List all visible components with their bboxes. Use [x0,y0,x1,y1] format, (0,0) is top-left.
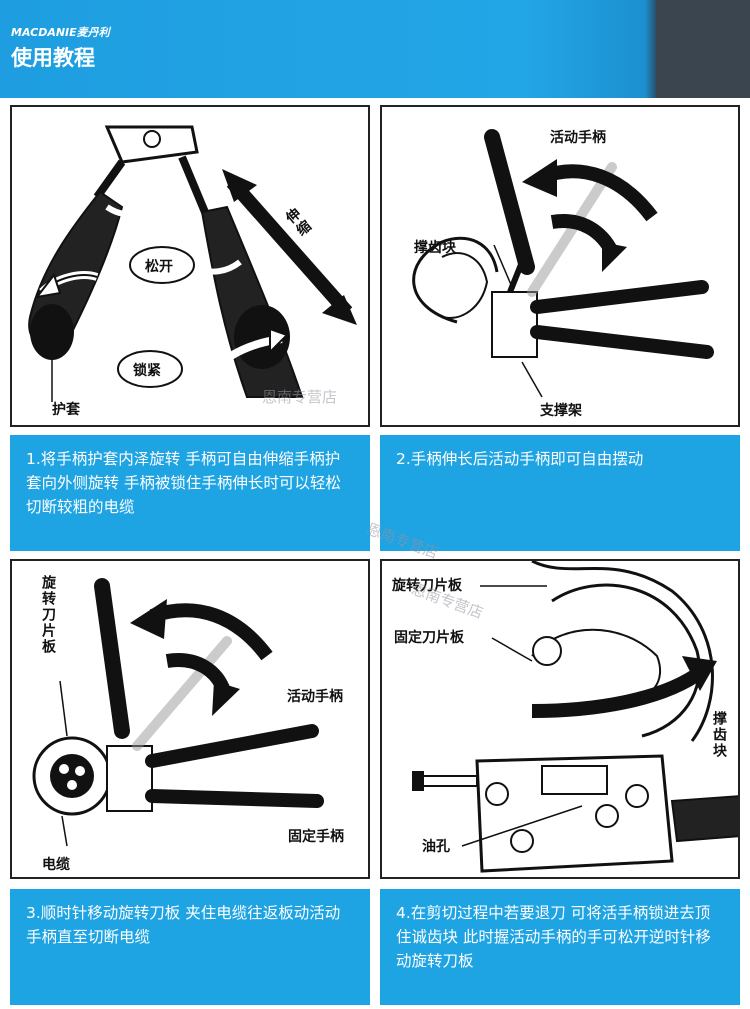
store-watermark: 恩南专营店 [262,388,338,406]
label-fixed-handle: 固定手柄 [288,829,344,845]
cable-cutter-oil-hole-illustration [412,561,738,873]
label-fixed-blade: 固定刀片板 [394,630,464,646]
step-2-caption: 2.手柄伸长后活动手柄即可自由摆动 [380,435,740,551]
label-movable-handle: 活动手柄 [287,689,343,705]
label-rotating-blade: 旋转刀片板 [40,575,56,655]
illustration-panel-1: 伸缩 松开 锁紧 护套 [10,105,370,427]
step-1-caption: 1.将手柄护套内泽旋转 手柄可自由伸缩手柄护套向外侧旋转 手柄被锁住手柄伸长时可… [10,435,370,551]
header-dark-block [656,0,750,98]
label-support-frame: 支撑架 [540,403,582,419]
step-4-caption: 4.在剪切过程中若要退刀 可将活手柄锁进去顶住诚齿块 此时握活动手柄的手可松开逆… [380,889,740,1005]
label-ratchet-block: 撑齿块 [711,711,727,759]
header-bar: MACDANIE麦丹利 使用教程 [0,0,750,98]
illustration-panel-3: 旋转刀片板 活动手柄 固定手柄 电缆 [10,559,370,879]
label-loosen: 松开 [145,259,173,275]
cable-cutter-movable-handle-illustration [412,129,714,398]
illustration-panel-4: 旋转刀片板 固定刀片板 撑齿块 油孔 [380,559,740,879]
illustration-panel-2: 活动手柄 撑齿块 支撑架 [380,105,740,427]
label-oil-hole: 油孔 [422,839,450,855]
label-ratchet-block: 撑齿块 [414,240,456,256]
label-rotating-blade: 旋转刀片板 [392,578,462,594]
step-3-caption: 3.顺时针移动旋转刀板 夹住电缆往返板动活动手柄直至切断电缆 [10,889,370,1005]
page-title: 使用教程 [11,46,95,70]
brand-logo: MACDANIE麦丹利 [11,26,110,39]
label-movable-handle: 活动手柄 [550,130,606,146]
label-lock: 锁紧 [133,363,161,379]
label-cable: 电缆 [42,857,70,873]
cable-cutter-handle-sleeve-illustration [28,125,357,402]
cable-cutter-rotating-blade-illustration [32,578,324,847]
label-sleeve: 护套 [52,402,80,418]
